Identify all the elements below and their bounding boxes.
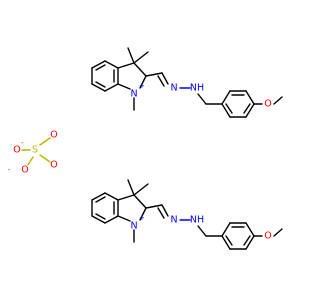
- o-anion-label-1: O: [13, 145, 20, 156]
- nh-label-lower: NH: [190, 215, 204, 226]
- o-methoxy-label-lower: O: [264, 231, 271, 242]
- bond: [91, 192, 106, 201]
- bond: [197, 225, 207, 237]
- bond: [245, 235, 255, 250]
- sulfate-anion: S O O O - O -: [8, 130, 58, 176]
- bond-double: [95, 213, 106, 220]
- bond: [104, 83, 119, 92]
- bond: [133, 194, 147, 209]
- bond: [117, 215, 131, 222]
- n-ring-label-lower: N: [130, 221, 137, 232]
- o-double-down-label: O: [50, 160, 57, 171]
- bond-double: [243, 103, 251, 114]
- n-imine-label-lower: N: [170, 215, 177, 226]
- bond-methyl: [133, 183, 149, 196]
- bond-methyl: [133, 51, 149, 64]
- bond: [197, 93, 207, 105]
- structure-drawing: N + N NH O S O O O - O -: [8, 47, 283, 250]
- methoxyphenyl-ring-lower: [221, 222, 255, 250]
- indole-benzene-ring-lower: [91, 192, 119, 224]
- bond: [91, 60, 106, 69]
- bond-double: [225, 103, 233, 114]
- bond: [139, 75, 147, 89]
- o-double-up-label: O: [50, 130, 57, 141]
- bond: [145, 204, 163, 209]
- n-ring-label-upper: N: [130, 89, 137, 100]
- bond-double: [95, 196, 106, 203]
- negative-charge-2: -: [8, 166, 11, 174]
- indole-benzene-ring-upper: [91, 60, 119, 92]
- cation-upper: N + N NH O: [91, 47, 283, 118]
- bond: [221, 222, 231, 237]
- bond-double: [95, 64, 106, 71]
- sulfur-label: S: [32, 145, 38, 156]
- bond: [117, 194, 135, 201]
- bond: [139, 207, 147, 221]
- bond: [161, 204, 169, 217]
- bond: [104, 60, 119, 69]
- negative-charge-1: -: [21, 139, 24, 147]
- nh-label-upper: NH: [190, 83, 204, 94]
- positive-charge-lower: +: [139, 214, 145, 222]
- bond: [117, 83, 131, 90]
- bond: [104, 192, 119, 201]
- bond-methyl: [127, 179, 135, 196]
- bond: [117, 62, 135, 69]
- positive-charge-upper: +: [139, 82, 145, 90]
- bond: [91, 83, 106, 92]
- bond-double: [225, 235, 233, 246]
- bond: [104, 215, 119, 224]
- bond-s-o: [39, 154, 51, 163]
- n-imine-label-upper: N: [170, 83, 177, 94]
- bond: [133, 62, 147, 77]
- methoxyphenyl-ring-upper: [221, 90, 255, 118]
- bond-double: [157, 207, 165, 219]
- o-anion-label-2: O: [21, 165, 28, 176]
- bond: [221, 90, 231, 105]
- cation-lower: N + N NH O: [91, 179, 283, 250]
- bond-methyl: [127, 47, 135, 64]
- bond: [245, 222, 255, 237]
- bond-methyl: [273, 228, 283, 237]
- bond: [91, 215, 106, 224]
- bond: [221, 235, 231, 250]
- molecule-canvas: N + N NH O S O O O - O -: [8, 47, 283, 250]
- o-methoxy-label-upper: O: [264, 99, 271, 110]
- bond: [245, 103, 255, 118]
- bond: [161, 72, 169, 85]
- bond-double: [157, 75, 165, 87]
- bond: [145, 72, 163, 77]
- bond-s-o: [39, 137, 51, 146]
- bond-s-o: [27, 156, 34, 166]
- bond-methyl: [273, 96, 283, 105]
- bond: [221, 103, 231, 118]
- bond: [245, 90, 255, 105]
- bond-double: [95, 81, 106, 88]
- bond-double: [243, 235, 251, 246]
